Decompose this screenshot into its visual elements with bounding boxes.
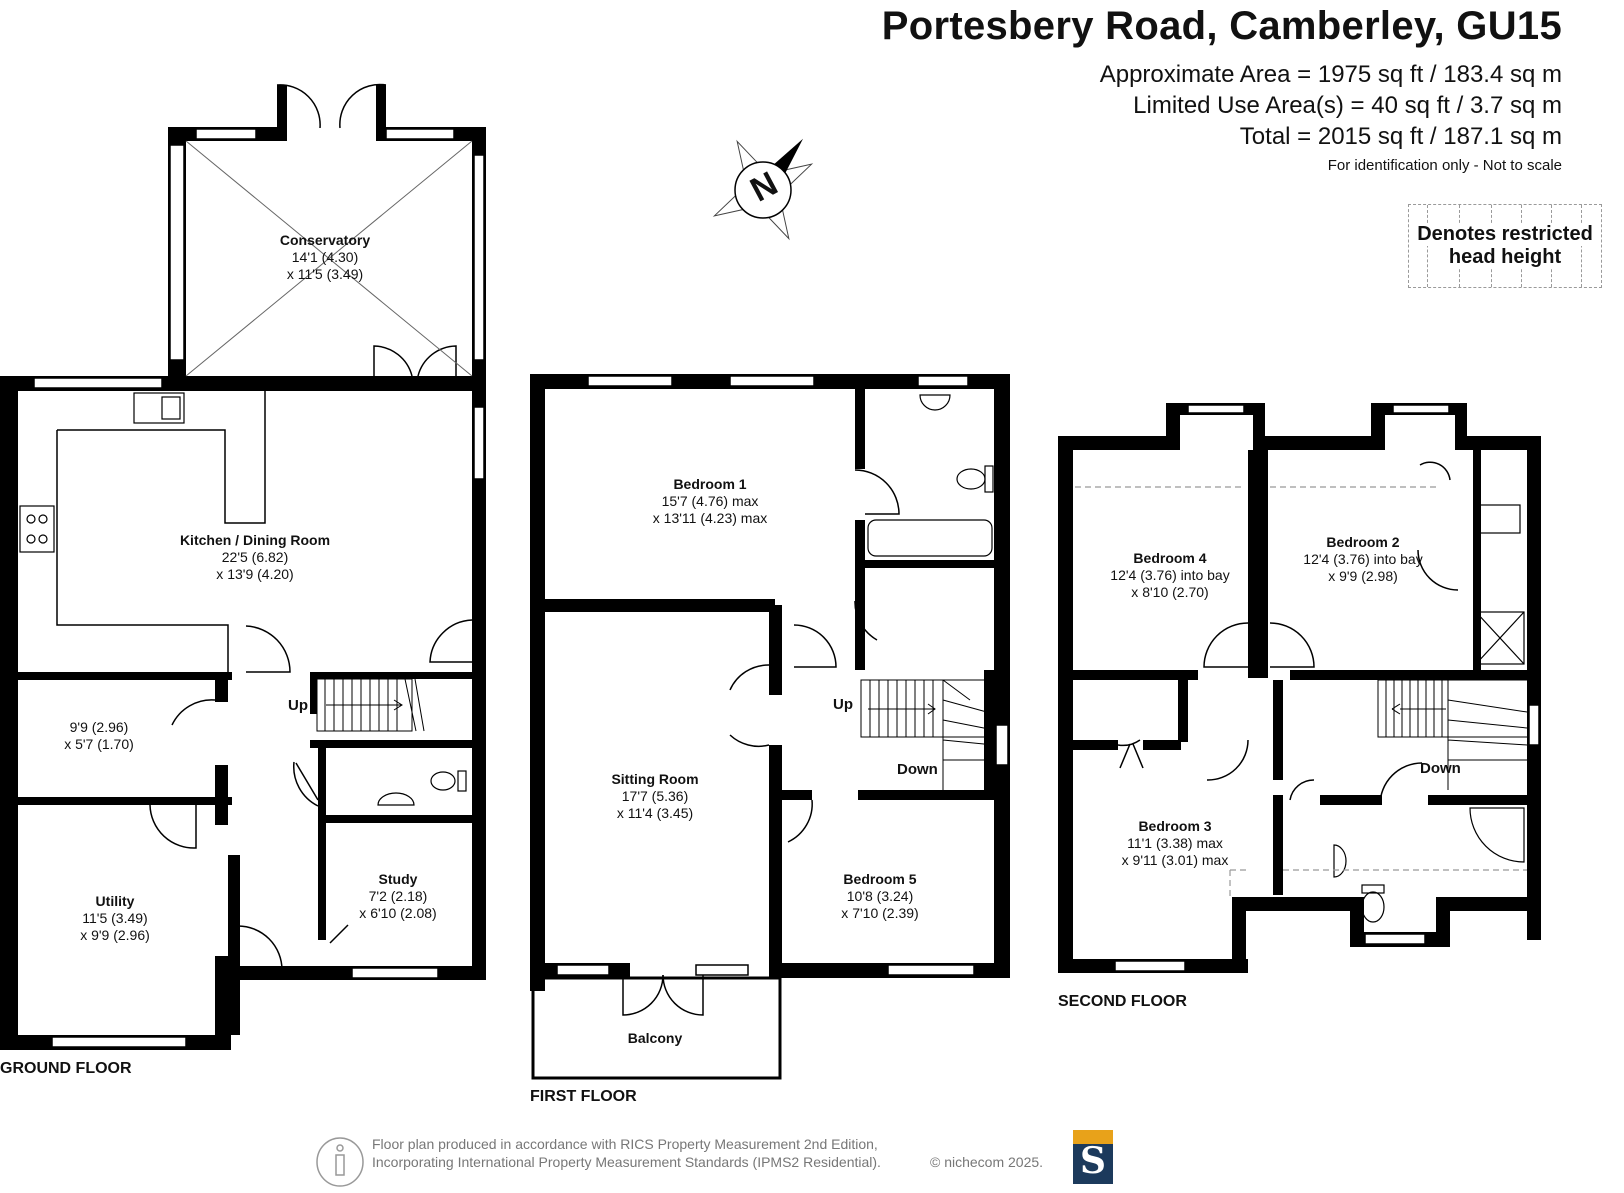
basin-icon <box>919 394 951 411</box>
first-stairs-down-label: Down <box>897 761 938 778</box>
stairs <box>316 678 1528 790</box>
second-stairs-down-label: Down <box>1420 760 1461 777</box>
room-balcony: Balcony <box>627 1030 683 1046</box>
restricted-height-lines <box>1075 486 1527 898</box>
bath-icon <box>867 519 993 557</box>
room-store: 9'9 (2.96)x 5'7 (1.70) <box>64 719 134 752</box>
first-stairs-up-label: Up <box>833 696 853 713</box>
ground-stairs <box>316 678 425 732</box>
first-floor-label: FIRST FLOOR <box>530 1088 637 1105</box>
hob-icon <box>19 505 55 553</box>
kitchen-sink-icon <box>133 392 185 424</box>
legend-line-1: Denotes restricted <box>1417 223 1593 246</box>
balcony-outline <box>531 976 782 1080</box>
first-stairs <box>860 679 995 790</box>
second-floor-label: SECOND FLOOR <box>1058 993 1187 1010</box>
ground-stairs-up-label: Up <box>288 697 308 714</box>
door-swings <box>149 83 1459 1016</box>
basin-icon <box>1475 504 1521 534</box>
agency-logo: S <box>1073 1130 1113 1184</box>
basin-icon <box>1333 844 1347 878</box>
second-stairs <box>1377 679 1528 790</box>
toilet-icon <box>430 771 456 791</box>
restricted-height-legend: Denotes restricted head height <box>1408 204 1602 288</box>
rics-footer-note: Floor plan produced in accordance with R… <box>372 1136 881 1170</box>
compass-rose-icon <box>712 138 814 241</box>
legend-line-2: head height <box>1448 246 1562 269</box>
corner-shower-icon <box>1469 807 1525 863</box>
toilet-icon <box>1361 891 1385 923</box>
total-area: Total = 2015 sq ft / 187.1 sq m <box>1239 123 1562 150</box>
copyright: © nichecom 2025. <box>930 1154 1044 1170</box>
approximate-area: Approximate Area = 1975 sq ft / 183.4 sq… <box>1099 61 1562 88</box>
person-icon <box>316 1137 364 1187</box>
fixtures <box>19 140 1525 923</box>
scale-note: For identification only - Not to scale <box>1327 157 1562 174</box>
toilet-icon <box>956 468 986 490</box>
limited-use-area: Limited Use Area(s) = 40 sq ft / 3.7 sq … <box>1133 92 1562 119</box>
basin-icon <box>377 792 415 806</box>
shower-icon <box>1475 611 1525 665</box>
page-title: Portesbery Road, Camberley, GU15 <box>881 4 1562 48</box>
windows <box>33 128 1540 1048</box>
ground-floor-label: GROUND FLOOR <box>0 1060 132 1077</box>
